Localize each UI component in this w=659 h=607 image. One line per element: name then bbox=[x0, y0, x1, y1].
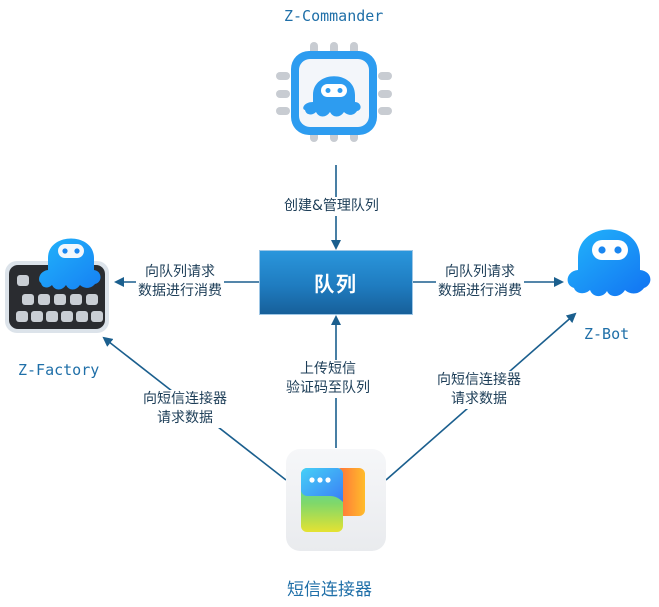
edge-label-queue-to-factory: 向队列请求 数据进行消费 bbox=[136, 263, 224, 301]
label-line: 请求数据 bbox=[157, 410, 213, 426]
factory-title: Z-Factory bbox=[18, 361, 100, 379]
octopus-keyboard-icon[interactable] bbox=[2, 228, 112, 336]
label-line: 向短信连接器 bbox=[437, 372, 521, 388]
octopus-chip-icon[interactable] bbox=[271, 40, 397, 144]
label-line: 请求数据 bbox=[451, 391, 507, 407]
bot-title: Z-Bot bbox=[584, 325, 630, 343]
label-line: 向队列请求 bbox=[445, 264, 515, 280]
commander-title: Z-Commander bbox=[284, 7, 384, 25]
edge-label-sms-to-queue: 上传短信 验证码至队列 bbox=[284, 360, 372, 398]
queue-label: 队列 bbox=[314, 272, 358, 296]
octopus-icon[interactable] bbox=[560, 218, 658, 302]
label-line: 数据进行消费 bbox=[438, 283, 522, 299]
edge-label-sms-to-bot: 向短信连接器 请求数据 bbox=[435, 371, 523, 409]
label-line: 验证码至队列 bbox=[286, 380, 370, 396]
label-line: 数据进行消费 bbox=[138, 283, 222, 299]
label-line: 向队列请求 bbox=[145, 264, 215, 280]
edge-label-queue-to-bot: 向队列请求 数据进行消费 bbox=[436, 263, 524, 301]
edge-label-sms-to-factory: 向短信连接器 请求数据 bbox=[141, 390, 229, 428]
edge-label-create-manage-queue: 创建&管理队列 bbox=[282, 197, 381, 216]
sms-connector-title: 短信连接器 bbox=[287, 580, 372, 600]
label-line: 向短信连接器 bbox=[143, 391, 227, 407]
queue-node[interactable]: 队列 bbox=[260, 251, 412, 314]
label-line: 上传短信 bbox=[300, 361, 356, 377]
sms-chat-app-icon[interactable] bbox=[285, 448, 387, 552]
